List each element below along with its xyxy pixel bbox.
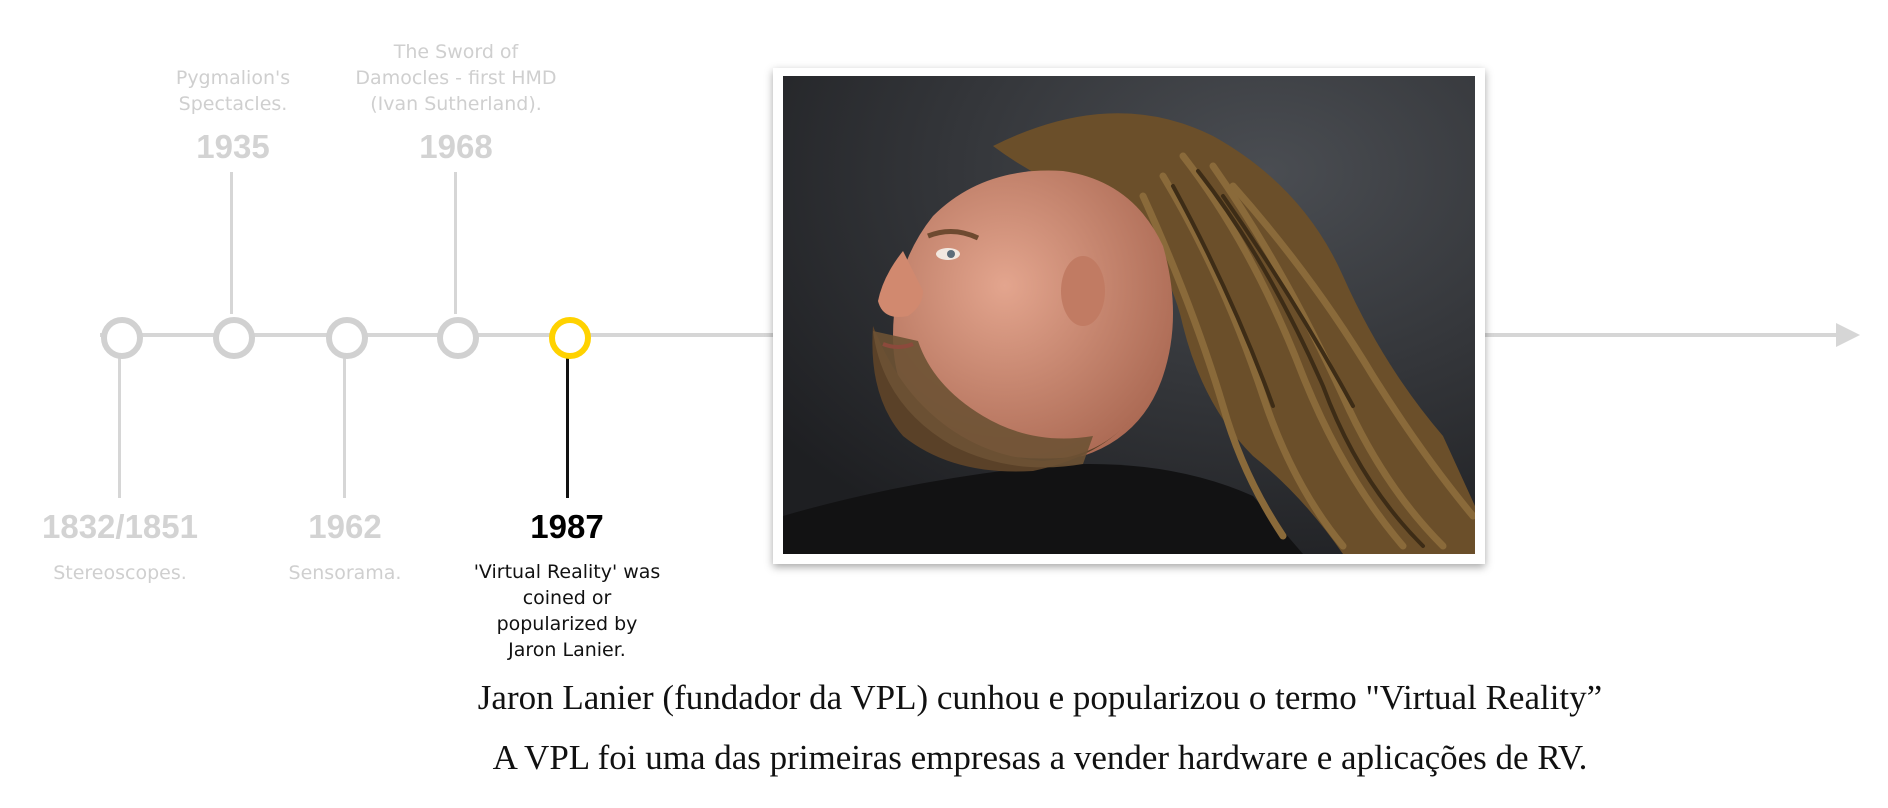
- stem-1962: [343, 354, 346, 498]
- timeline-node-1935: [213, 317, 255, 359]
- stem-1935: [230, 172, 233, 314]
- event-caption: Pygmalion's Spectacles.: [175, 67, 291, 115]
- timeline-node-1832: [101, 317, 143, 359]
- timeline-node-1987: [549, 317, 591, 359]
- timeline-arrow-icon: [1836, 323, 1860, 347]
- stem-1987: [566, 354, 569, 498]
- event-year: 1832/1851: [42, 508, 198, 545]
- timeline-node-1968: [437, 317, 479, 359]
- event-year: 1962: [308, 508, 382, 545]
- subtitle-line-2: A VPL foi uma das primeiras empresas a v…: [492, 738, 1588, 777]
- event-caption: Stereoscopes.: [53, 562, 187, 584]
- event-caption: Sensorama.: [288, 562, 402, 584]
- stem-1968: [454, 172, 457, 314]
- event-year: 1968: [419, 128, 493, 165]
- event-caption-active: 'Virtual Reality' was coined or populari…: [473, 561, 661, 661]
- event-year-active: 1987: [530, 508, 604, 545]
- subtitle-line-1: Jaron Lanier (fundador da VPL) cunhou e …: [477, 678, 1603, 717]
- portrait-photo: [783, 76, 1475, 554]
- portrait-photo-frame: [773, 68, 1485, 564]
- portrait-illustration: [783, 76, 1475, 554]
- event-caption: The Sword of Damocles - first HMD (Ivan …: [355, 41, 557, 115]
- stem-1832: [118, 354, 121, 498]
- timeline-node-1962: [326, 317, 368, 359]
- event-year: 1935: [196, 128, 270, 165]
